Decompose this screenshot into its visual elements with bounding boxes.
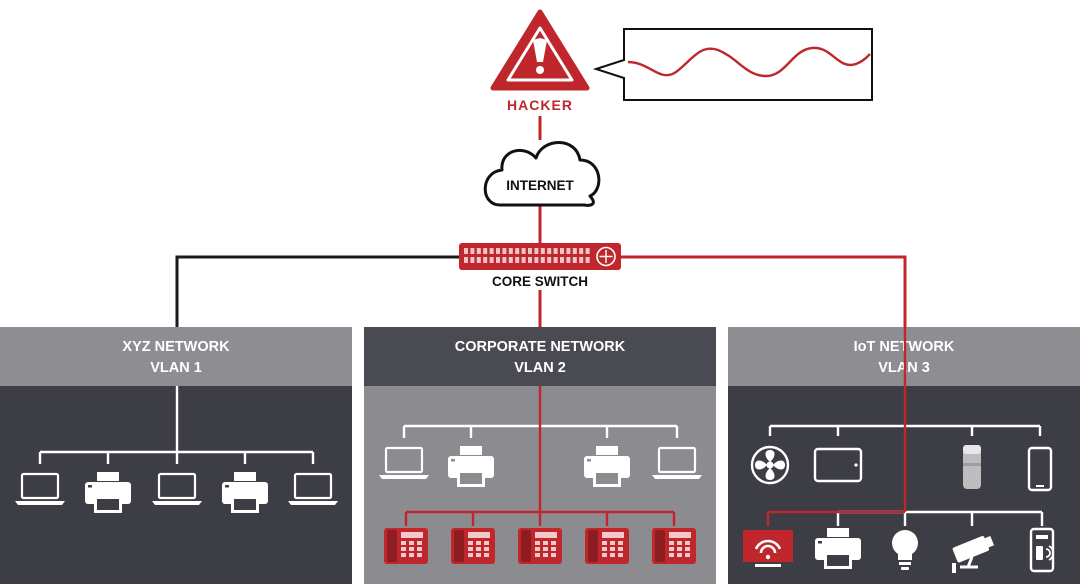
switch-port bbox=[585, 257, 590, 263]
switch-port bbox=[553, 248, 558, 254]
switch-port bbox=[502, 257, 507, 263]
xyz-vlan-label: VLAN 1 bbox=[150, 360, 202, 376]
switch-port bbox=[489, 257, 494, 263]
switch-ports bbox=[464, 248, 590, 263]
switch-port bbox=[540, 257, 545, 263]
switch-port bbox=[470, 257, 475, 263]
signal-waveform bbox=[627, 46, 871, 78]
desk-phone-icon bbox=[585, 528, 629, 564]
switch-port bbox=[534, 257, 539, 263]
cloud-icon bbox=[483, 141, 601, 207]
desk-phone-icon bbox=[652, 528, 696, 564]
smart-speaker-icon bbox=[963, 445, 981, 489]
switch-port bbox=[483, 257, 488, 263]
switch-port bbox=[553, 257, 558, 263]
switch-port bbox=[476, 257, 481, 263]
switch-port bbox=[515, 257, 520, 263]
iot-network-links bbox=[766, 327, 1044, 526]
switch-port bbox=[547, 248, 552, 254]
switch-port bbox=[464, 257, 468, 263]
switch-port bbox=[470, 248, 475, 254]
switch-port bbox=[464, 248, 468, 254]
hacker-warning-icon bbox=[490, 9, 590, 91]
fan-icon bbox=[750, 445, 790, 485]
switch-port bbox=[528, 257, 532, 263]
switch-port bbox=[521, 257, 526, 263]
switch-port bbox=[496, 257, 500, 263]
desk-phone-icon bbox=[384, 528, 428, 564]
switch-port bbox=[579, 257, 584, 263]
desk-phone-icon bbox=[451, 528, 495, 564]
desk-phone-icon bbox=[518, 528, 562, 564]
switch-port bbox=[540, 248, 545, 254]
switch-port bbox=[502, 248, 507, 254]
switch-port bbox=[534, 248, 539, 254]
core-switch-label: CORE SWITCH bbox=[492, 274, 588, 289]
switch-port bbox=[572, 248, 577, 254]
switch-port bbox=[515, 248, 520, 254]
switch-port bbox=[521, 248, 526, 254]
switch-port bbox=[560, 248, 564, 254]
switch-port bbox=[572, 257, 577, 263]
signal-speech-bubble bbox=[592, 28, 873, 101]
switch-port bbox=[560, 257, 564, 263]
corporate-network-title: CORPORATE NETWORK bbox=[455, 339, 626, 355]
switch-port bbox=[547, 257, 552, 263]
switch-port bbox=[483, 248, 488, 254]
switch-port bbox=[489, 248, 494, 254]
switch-port bbox=[566, 248, 571, 254]
link-switch-iot bbox=[621, 255, 907, 327]
corporate-vlan-label: VLAN 2 bbox=[514, 360, 566, 376]
switch-port bbox=[585, 248, 590, 254]
switch-port bbox=[528, 248, 532, 254]
core-switch-icon bbox=[459, 243, 621, 270]
xyz-network-links bbox=[38, 386, 315, 464]
switch-port bbox=[566, 257, 571, 263]
switch-port bbox=[508, 248, 513, 254]
corporate-network-links bbox=[402, 386, 679, 526]
switch-port bbox=[476, 248, 481, 254]
link-switch-xyz bbox=[175, 255, 459, 327]
smart-tv-icon bbox=[741, 528, 795, 569]
xyz-network-title: XYZ NETWORK bbox=[122, 339, 230, 355]
switch-port bbox=[579, 248, 584, 254]
switch-port bbox=[508, 257, 513, 263]
hacker-label: HACKER bbox=[507, 97, 573, 113]
switch-port bbox=[496, 248, 500, 254]
internet-label: INTERNET bbox=[506, 178, 574, 193]
